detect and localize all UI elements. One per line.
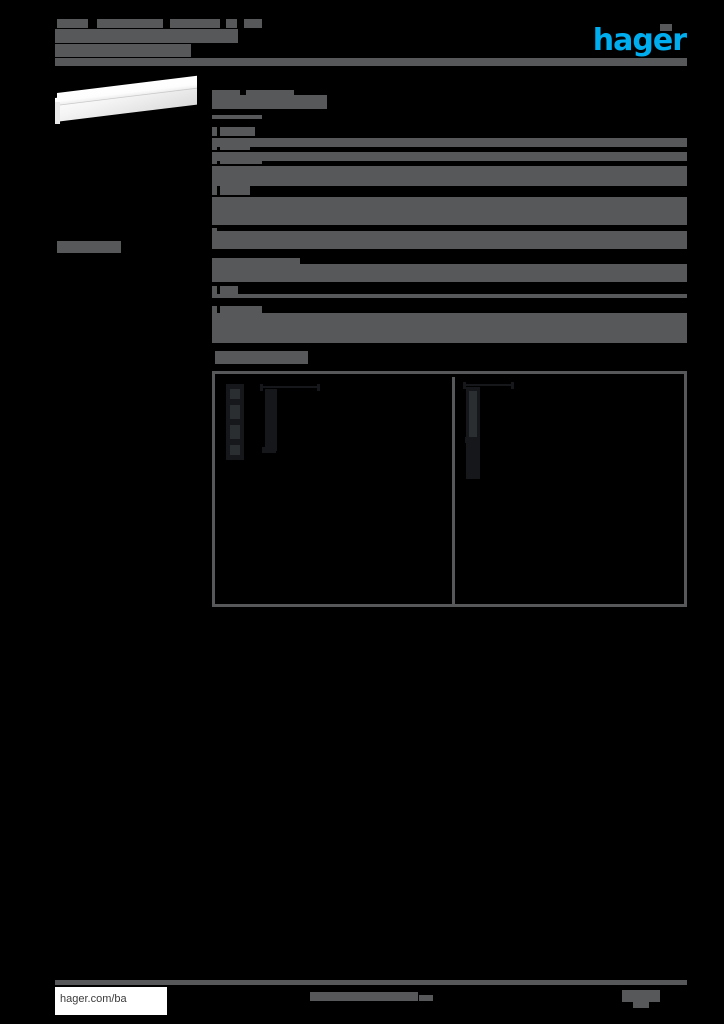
row-value <box>212 231 254 240</box>
sidebar-caption-2 <box>57 241 65 245</box>
row-leader <box>212 231 687 249</box>
drawing-right-dim-top <box>464 384 514 386</box>
drawing-left-dim-arrow-2 <box>317 384 320 391</box>
drawing-left-clip-1 <box>228 399 242 405</box>
row-leader <box>212 166 687 186</box>
drawing-left-foot <box>262 447 276 453</box>
row-leader <box>212 197 687 225</box>
logo-registered-mark <box>660 24 672 31</box>
footer-center-text-2 <box>419 995 433 1001</box>
row-label <box>212 127 217 136</box>
footer-url-box[interactable]: hager.com/ba <box>55 987 167 1015</box>
hager-logo: hager <box>592 23 687 58</box>
drawing-right-profile-inner <box>469 391 477 441</box>
row-leader <box>212 264 687 282</box>
footer-divider <box>55 980 687 985</box>
section-1-underline <box>212 115 262 119</box>
technical-drawings-panel <box>212 371 687 607</box>
header-title-line-1e <box>244 19 262 28</box>
row-label <box>212 141 217 150</box>
row-leader <box>212 313 687 343</box>
product-photo <box>55 75 197 130</box>
drawing-right-foot <box>465 437 477 443</box>
drawing-right-dim-arrow <box>463 382 466 389</box>
row-value <box>646 152 670 161</box>
row-value <box>630 268 682 277</box>
header-title-line-2 <box>55 29 238 43</box>
row-label-text <box>220 141 250 150</box>
header-title-line-3 <box>55 44 191 57</box>
header-divider <box>55 58 687 66</box>
row-label-text <box>220 155 262 164</box>
drawing-left <box>220 379 448 475</box>
row-label <box>212 306 217 315</box>
row-value <box>608 197 650 206</box>
drawing-right-dim-arrow-2 <box>511 382 514 389</box>
drawing-left-profile-2 <box>265 389 277 451</box>
drawing-panel-divider <box>452 377 455 607</box>
page-header: hager <box>0 0 724 80</box>
drawing-left-clip-2 <box>228 419 242 425</box>
section-1-heading-c <box>212 95 327 109</box>
drawing-left-dim-top <box>260 386 320 388</box>
row-leader <box>212 138 687 147</box>
drawing-left-clip-3 <box>228 439 242 445</box>
footer-page-indicator-2 <box>633 1002 649 1008</box>
drawing-right <box>460 379 685 479</box>
footer-url-link[interactable]: hager.com/ba <box>60 993 127 1005</box>
row-label-text <box>220 306 262 315</box>
header-title-line-1b <box>97 19 163 28</box>
row-label-text <box>220 127 255 136</box>
row-label <box>212 186 217 195</box>
row-label-text <box>220 186 250 195</box>
row-value <box>630 138 662 147</box>
sidebar-caption <box>57 241 121 253</box>
section-3-heading <box>215 351 308 364</box>
row-label <box>212 286 217 295</box>
row-label-text <box>220 286 238 295</box>
header-title-line-1c <box>170 19 220 28</box>
header-title-line-1 <box>57 19 88 28</box>
row-leader <box>212 152 687 161</box>
product-photo-endcap <box>55 102 60 124</box>
row-leader <box>212 294 687 298</box>
row-value <box>655 313 669 322</box>
footer-center-text <box>310 992 418 1001</box>
header-title-line-1d <box>226 19 237 28</box>
row-label <box>212 155 217 164</box>
drawing-left-dim-arrow <box>260 384 263 391</box>
footer-page-indicator <box>622 990 660 1002</box>
